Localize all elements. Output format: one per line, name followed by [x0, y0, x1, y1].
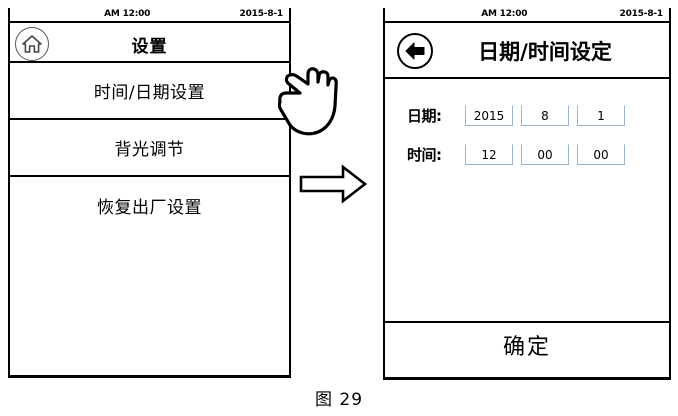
- right-arrow-icon: [299, 164, 367, 204]
- settings-header: 设置: [10, 23, 289, 63]
- month-field[interactable]: 8: [521, 105, 569, 126]
- menu-item-label: 时间/日期设置: [93, 83, 206, 103]
- minute-field[interactable]: 00: [521, 144, 569, 165]
- menu-item-label: 恢复出厂设置: [97, 198, 202, 218]
- settings-title: 设置: [131, 37, 168, 57]
- menu-item-datetime[interactable]: 时间/日期设置: [10, 63, 289, 120]
- back-arrow-icon: [405, 42, 425, 60]
- date-row: 日期: 2015 8 1: [385, 105, 669, 126]
- year-field[interactable]: 2015: [465, 105, 513, 126]
- settings-menu-list: 时间/日期设置 背光调节 恢复出厂设置: [10, 63, 289, 234]
- home-icon: [22, 35, 42, 53]
- time-row: 时间: 12 00 00: [385, 144, 669, 165]
- status-time: AM 12:00: [481, 9, 528, 19]
- pointing-hand-icon: [278, 67, 338, 136]
- status-date: 2015-8-1: [239, 9, 284, 19]
- settings-status-bar: AM 12:00 2015-8-1: [10, 8, 289, 23]
- confirm-button[interactable]: 确定: [385, 321, 669, 366]
- hour-field[interactable]: 12: [465, 144, 513, 165]
- figure-caption: 图 29: [314, 390, 364, 410]
- datetime-form: 日期: 2015 8 1 时间: 12 00 00: [385, 79, 669, 321]
- time-label: 时间:: [407, 146, 442, 164]
- date-label: 日期:: [407, 107, 442, 125]
- settings-screen: AM 12:00 2015-8-1 设置 时间/日期设置 背光调节 恢复出厂设置: [8, 8, 291, 378]
- back-button[interactable]: [397, 33, 433, 69]
- datetime-status-bar: AM 12:00 2015-8-1: [385, 8, 669, 23]
- home-button[interactable]: [15, 27, 49, 61]
- datetime-screen: AM 12:00 2015-8-1 日期/时间设定 日期: 2015 8 1 时…: [383, 8, 671, 380]
- menu-item-label: 背光调节: [114, 140, 185, 160]
- menu-item-backlight[interactable]: 背光调节: [10, 120, 289, 177]
- confirm-button-label: 确定: [502, 334, 551, 360]
- status-time: AM 12:00: [104, 9, 151, 19]
- menu-item-factory-reset[interactable]: 恢复出厂设置: [10, 177, 289, 234]
- day-field[interactable]: 1: [577, 105, 625, 126]
- status-date: 2015-8-1: [619, 9, 664, 19]
- second-field[interactable]: 00: [577, 144, 625, 165]
- datetime-header: 日期/时间设定: [385, 23, 669, 79]
- datetime-title: 日期/时间设定: [478, 40, 612, 64]
